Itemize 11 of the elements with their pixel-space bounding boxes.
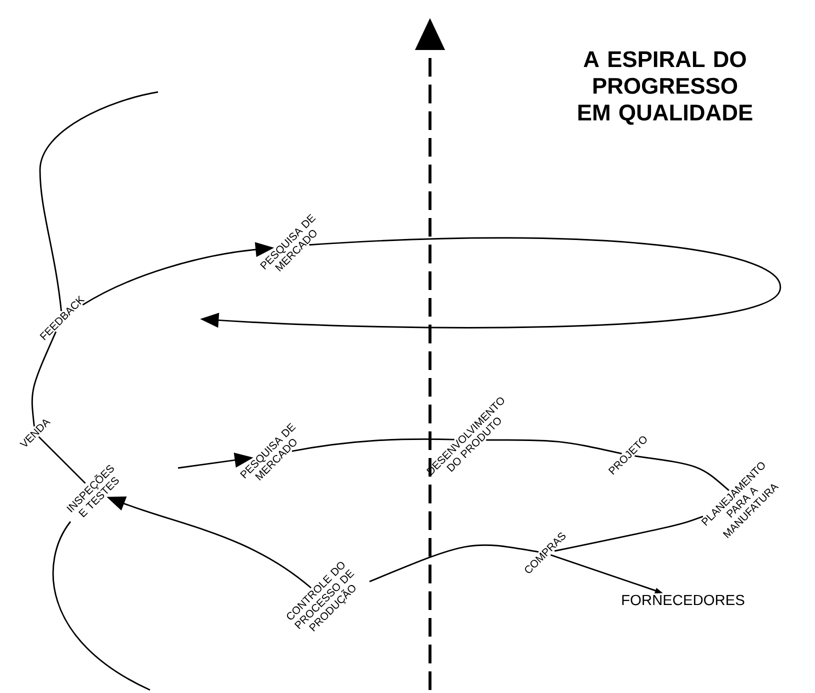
- spiral-line: [38, 436, 86, 484]
- spiral-line: [31, 331, 57, 426]
- spiral-line: [634, 455, 730, 492]
- spiral-line: [554, 516, 704, 552]
- spiral-line: [52, 521, 150, 691]
- spiral-line: [369, 544, 539, 582]
- supplier-label: FORNECEDORES: [622, 594, 744, 606]
- title: A ESPIRAL DO PROGRESSO EM QUALIDADE: [578, 51, 752, 125]
- spiral-line: [292, 438, 454, 452]
- spiral-line: [486, 439, 622, 454]
- spiral-line: [39, 91, 158, 312]
